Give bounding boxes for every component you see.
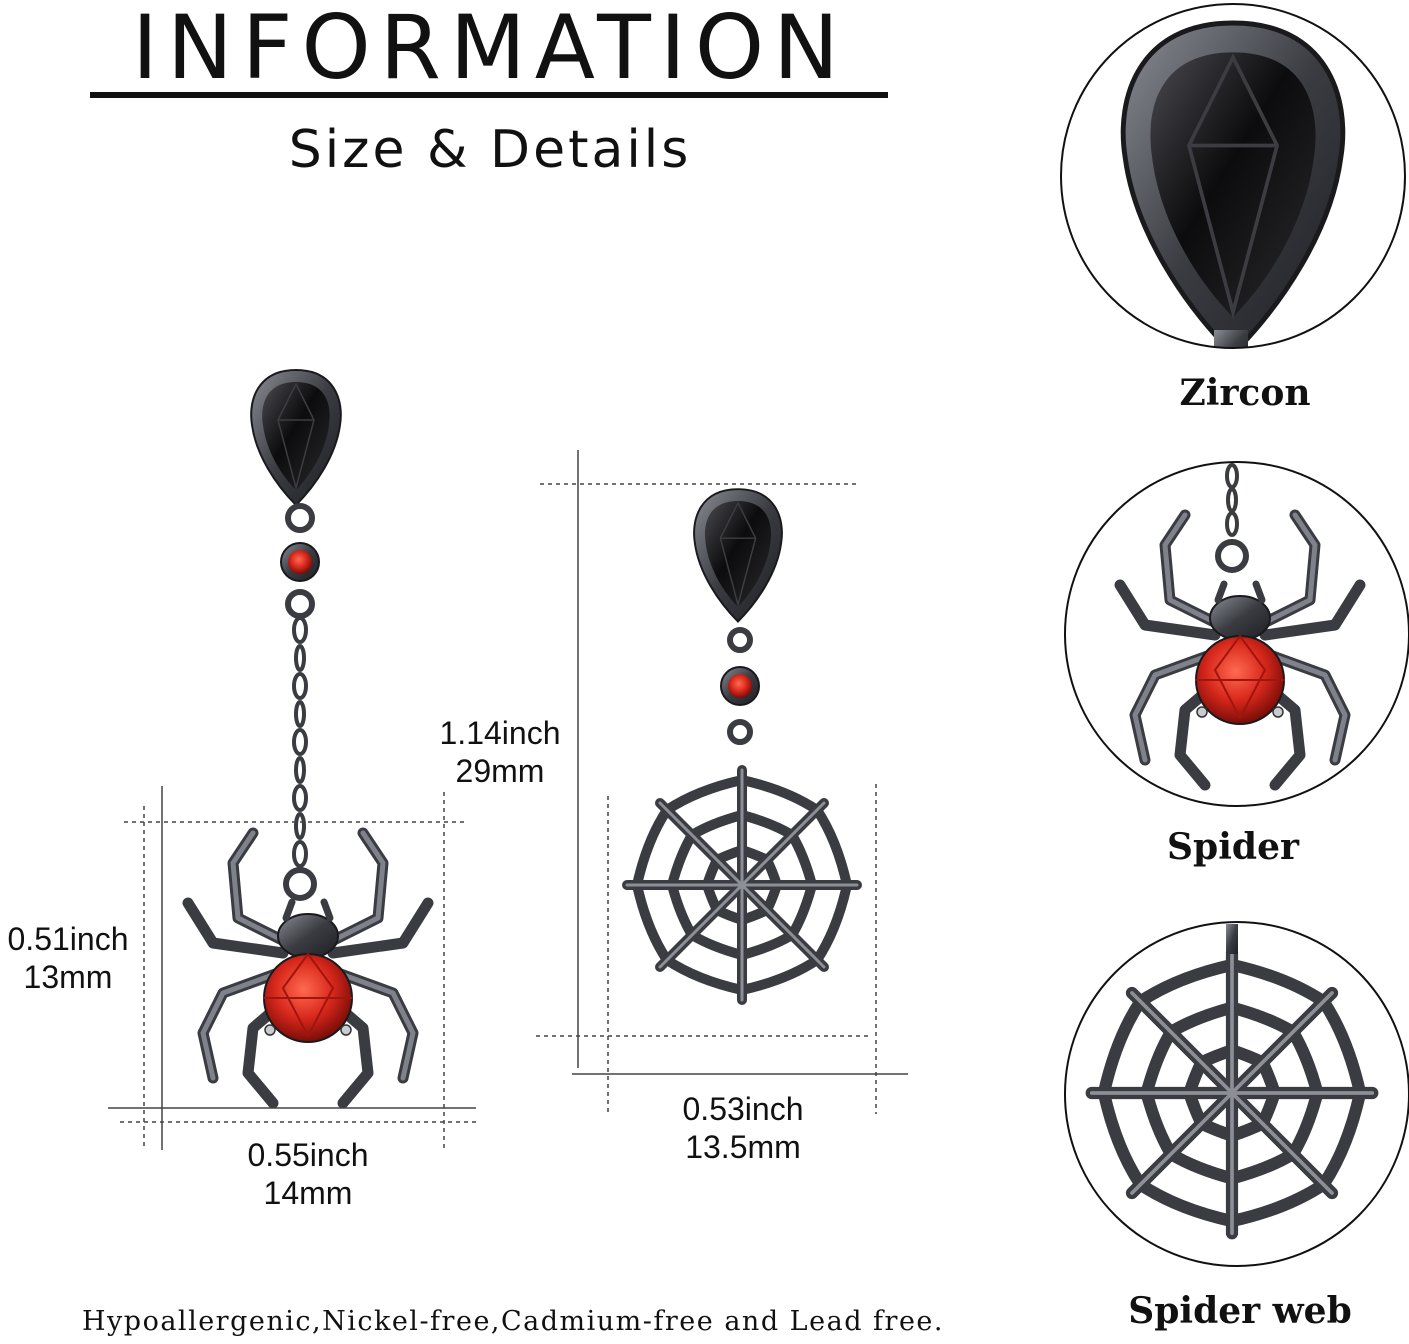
detail-zircon-image — [1060, 3, 1406, 349]
title-underline — [90, 92, 888, 98]
right-height-mm: 29mm — [455, 753, 545, 789]
left-height-inch: 0.51inch — [7, 921, 129, 957]
right-dimension-lines — [536, 450, 908, 1114]
material-note: Hypoallergenic,Nickel-free,Cadmium-free … — [82, 1306, 944, 1337]
spider-web-earring — [627, 488, 857, 1000]
caption-spider-web: Spider web — [1128, 1290, 1352, 1332]
spider-earring — [188, 369, 428, 1103]
detail-spider-web-image — [1064, 921, 1409, 1267]
caption-spider: Spider — [1167, 826, 1299, 868]
left-width-mm: 14mm — [263, 1175, 353, 1211]
left-width-inch: 0.55inch — [247, 1137, 369, 1173]
right-width-mm: 13.5mm — [685, 1129, 801, 1165]
right-height-inch: 1.14inch — [439, 715, 561, 751]
left-dimension-lines — [108, 786, 480, 1150]
detail-spider-image — [1064, 461, 1409, 807]
left-height-mm: 13mm — [23, 959, 113, 995]
page-subtitle: Size & Details — [288, 120, 692, 180]
page-title: INFORMATION — [132, 0, 848, 99]
caption-zircon: Zircon — [1179, 372, 1311, 414]
right-width-inch: 0.53inch — [682, 1091, 804, 1127]
